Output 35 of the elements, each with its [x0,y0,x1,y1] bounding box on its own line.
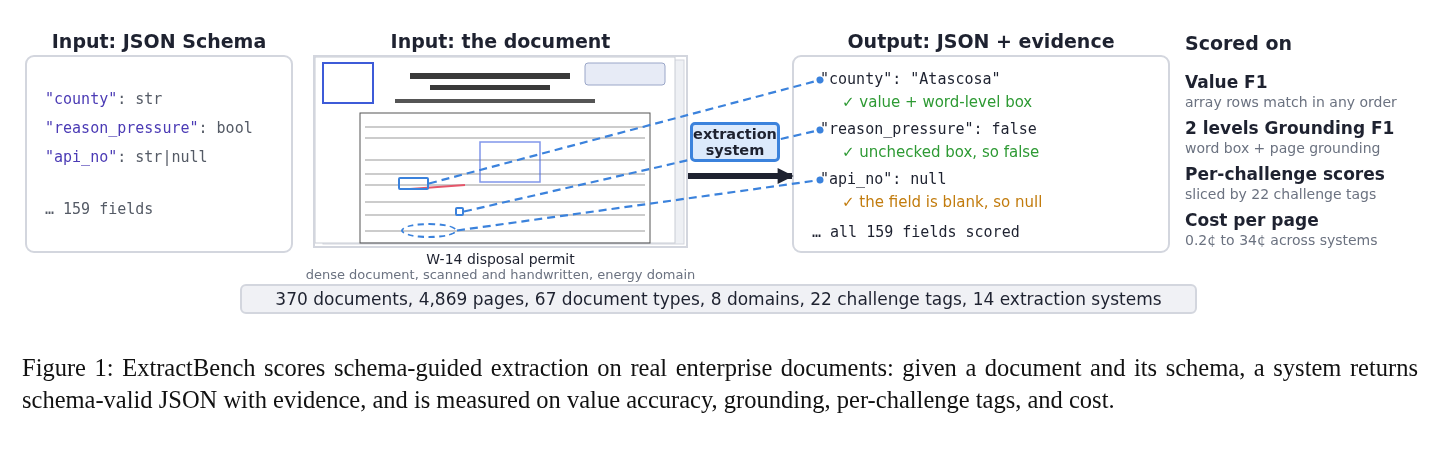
panel-heading: Input: the document [389,30,612,52]
evidence-note: ✓ value + word-level box [842,93,1033,111]
section-heading: Scored on [1185,32,1293,54]
leader-line [456,176,824,232]
code-line: "county": str [45,90,163,108]
arrow [688,168,794,184]
code-line: "reason_pressure": bool [45,119,253,137]
document-caption: W-14 disposal permit [425,251,576,267]
panel-heading: Input: JSON Schema [50,30,268,52]
document-description: dense document, scanned and handwritten, energy domain [304,267,697,282]
code-line: "county": "Atascosa" [820,70,1001,88]
evidence-note: ✓ unchecked box, so false [842,143,1040,161]
leader-line [428,76,824,185]
metric-description: sliced by 22 challenge tags [1185,186,1377,202]
code-line: "reason_pressure": false [820,120,1037,138]
metric-name: Value F1 [1185,72,1268,92]
leader-line [463,126,824,213]
code-line: … 159 fields [45,200,154,218]
stats-bar: 370 documents, 4,869 pages, 67 document types, 8 domains, 22 challenge tags, 14 extraction systems [240,284,1197,314]
code-line: "api_no": null [820,170,947,188]
code-line: … all 159 fields scored [812,223,1020,241]
highlight-box [398,177,429,190]
figure-caption: Figure 1: ExtractBench scores schema-guided extraction on real enterprise documents: given a document and its schema, a system returns schema-valid JSON with evidence, and is measured on value accuracy, grounding, per-challenge tags, and cost. [22,353,1418,415]
metric-description: word box + page grounding [1185,140,1381,156]
panel-heading: Output: JSON + evidence [846,30,1116,52]
evidence-note: ✓ the field is blank, so null [842,193,1043,211]
highlight-box [455,207,464,216]
metric-name: 2 levels Grounding F1 [1185,118,1395,138]
code-line: "api_no": str|null [45,148,208,166]
highlight-ellipse [401,223,457,238]
metric-description: 0.2¢ to 34¢ across systems [1185,232,1378,248]
metric-name: Cost per page [1185,210,1319,230]
process-box: extraction system [690,122,780,162]
metric-description: array rows match in any order [1185,94,1397,110]
metric-name: Per-challenge scores [1185,164,1385,184]
